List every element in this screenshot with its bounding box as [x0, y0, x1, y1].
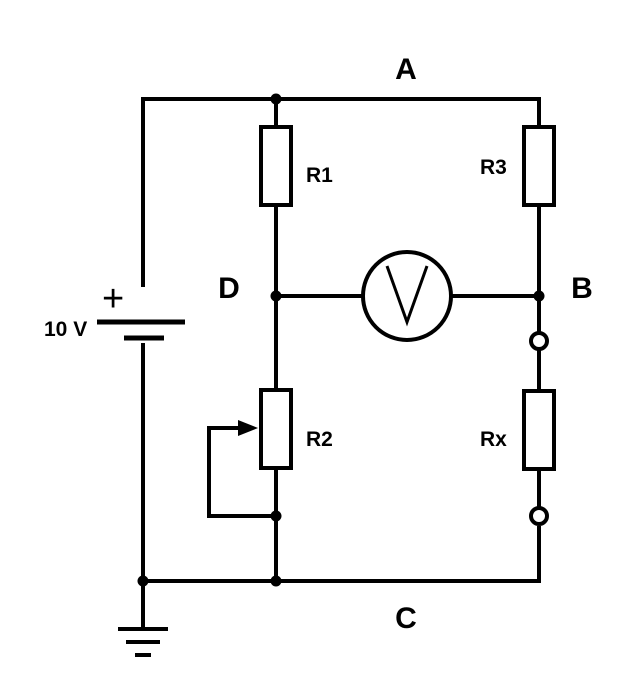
resistor-rx	[522, 389, 556, 471]
top-wire	[141, 97, 541, 287]
node-label-c: C	[395, 602, 417, 635]
battery-plus-sign: +	[102, 278, 124, 320]
bottom-wire	[141, 343, 541, 583]
label-r3: R3	[480, 156, 507, 179]
resistor-r2	[259, 388, 293, 470]
junction-node-a	[270, 93, 282, 105]
junction-node-ground	[137, 575, 149, 587]
resistor-r1	[259, 125, 293, 207]
label-rx: Rx	[480, 428, 507, 451]
wires	[141, 97, 541, 631]
r2-wiper-wire	[207, 426, 278, 518]
label-r1: R1	[306, 164, 333, 187]
node-label-b: B	[571, 272, 593, 305]
voltmeter-circle	[361, 250, 453, 342]
battery	[97, 319, 185, 341]
terminal-bottom	[529, 506, 549, 526]
battery-voltage-label: 10 V	[44, 318, 87, 341]
junction-node-d	[270, 290, 282, 302]
wiper-arrow-icon	[238, 420, 258, 436]
voltmeter-v-icon	[385, 265, 429, 327]
junction-node-c	[270, 575, 282, 587]
terminal-top	[529, 331, 549, 351]
node-label-a: A	[395, 53, 417, 86]
voltmeter	[361, 250, 453, 342]
junction-node-wiper	[270, 510, 282, 522]
node-label-d: D	[218, 272, 240, 305]
ground-icon	[118, 627, 168, 657]
resistor-r3	[522, 125, 556, 207]
label-r2: R2	[306, 428, 333, 451]
junction-node-b	[533, 290, 545, 302]
